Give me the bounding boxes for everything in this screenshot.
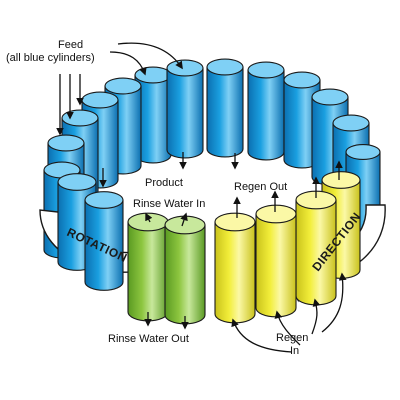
cylinder-top bbox=[61, 109, 99, 127]
cylinder-top bbox=[214, 212, 256, 232]
rinse-in-arrow bbox=[180, 212, 188, 227]
regen-in-arrow bbox=[274, 310, 301, 346]
cylinder-top bbox=[283, 71, 321, 89]
regen-in-label-2: In bbox=[290, 345, 299, 357]
cylinder-body bbox=[206, 66, 244, 158]
cylinder bbox=[255, 204, 297, 318]
front-cylinders bbox=[57, 171, 361, 325]
cylinder-body bbox=[214, 221, 256, 324]
cylinder bbox=[127, 212, 169, 322]
cylinder-top bbox=[127, 212, 169, 232]
feed-label: Feed bbox=[58, 39, 83, 51]
cylinder-top bbox=[104, 77, 142, 95]
cylinder-body bbox=[164, 224, 206, 325]
regen-in-arrow bbox=[231, 318, 293, 353]
cylinder-body bbox=[247, 69, 285, 161]
rinse-out-label: Rinse Water Out bbox=[108, 333, 189, 345]
cylinder-top bbox=[47, 134, 85, 152]
cylinder-top bbox=[311, 88, 349, 106]
cylinder-top bbox=[247, 61, 285, 79]
cylinder-top bbox=[255, 204, 297, 224]
cylinder bbox=[206, 58, 244, 158]
cylinder-top bbox=[166, 59, 204, 77]
cylinder bbox=[214, 212, 256, 324]
regen-in-label-1: Regen bbox=[276, 332, 308, 344]
cylinder-top bbox=[81, 91, 119, 109]
product-label: Product bbox=[145, 177, 183, 189]
cylinder-body bbox=[166, 67, 204, 159]
cylinder bbox=[283, 71, 321, 169]
feed-arrow bbox=[109, 51, 147, 76]
regen-in-arrow bbox=[321, 272, 347, 333]
cylinder-body bbox=[255, 213, 297, 318]
cylinder bbox=[247, 61, 285, 161]
cylinder-body bbox=[84, 199, 124, 291]
cylinder-body bbox=[127, 221, 169, 322]
cylinder-top bbox=[321, 171, 361, 189]
rinse-in-arrow bbox=[145, 212, 153, 223]
cylinder-top bbox=[206, 58, 244, 76]
feed-sub-label: (all blue cylinders) bbox=[6, 52, 95, 64]
cylinder-top bbox=[134, 66, 172, 84]
rinse-in-label: Rinse Water In bbox=[133, 198, 205, 210]
cylinder-top bbox=[57, 173, 97, 191]
cylinder bbox=[84, 191, 124, 291]
flow-arrows bbox=[56, 42, 347, 353]
regen-in-arrow bbox=[311, 298, 321, 335]
cylinder bbox=[166, 59, 204, 159]
cylinder-top bbox=[345, 143, 381, 161]
cylinder bbox=[164, 215, 206, 325]
cylinder-top bbox=[84, 191, 124, 209]
cylinder-top bbox=[332, 114, 370, 132]
regen-out-label: Regen Out bbox=[234, 181, 287, 193]
feed-arrow bbox=[117, 42, 183, 70]
